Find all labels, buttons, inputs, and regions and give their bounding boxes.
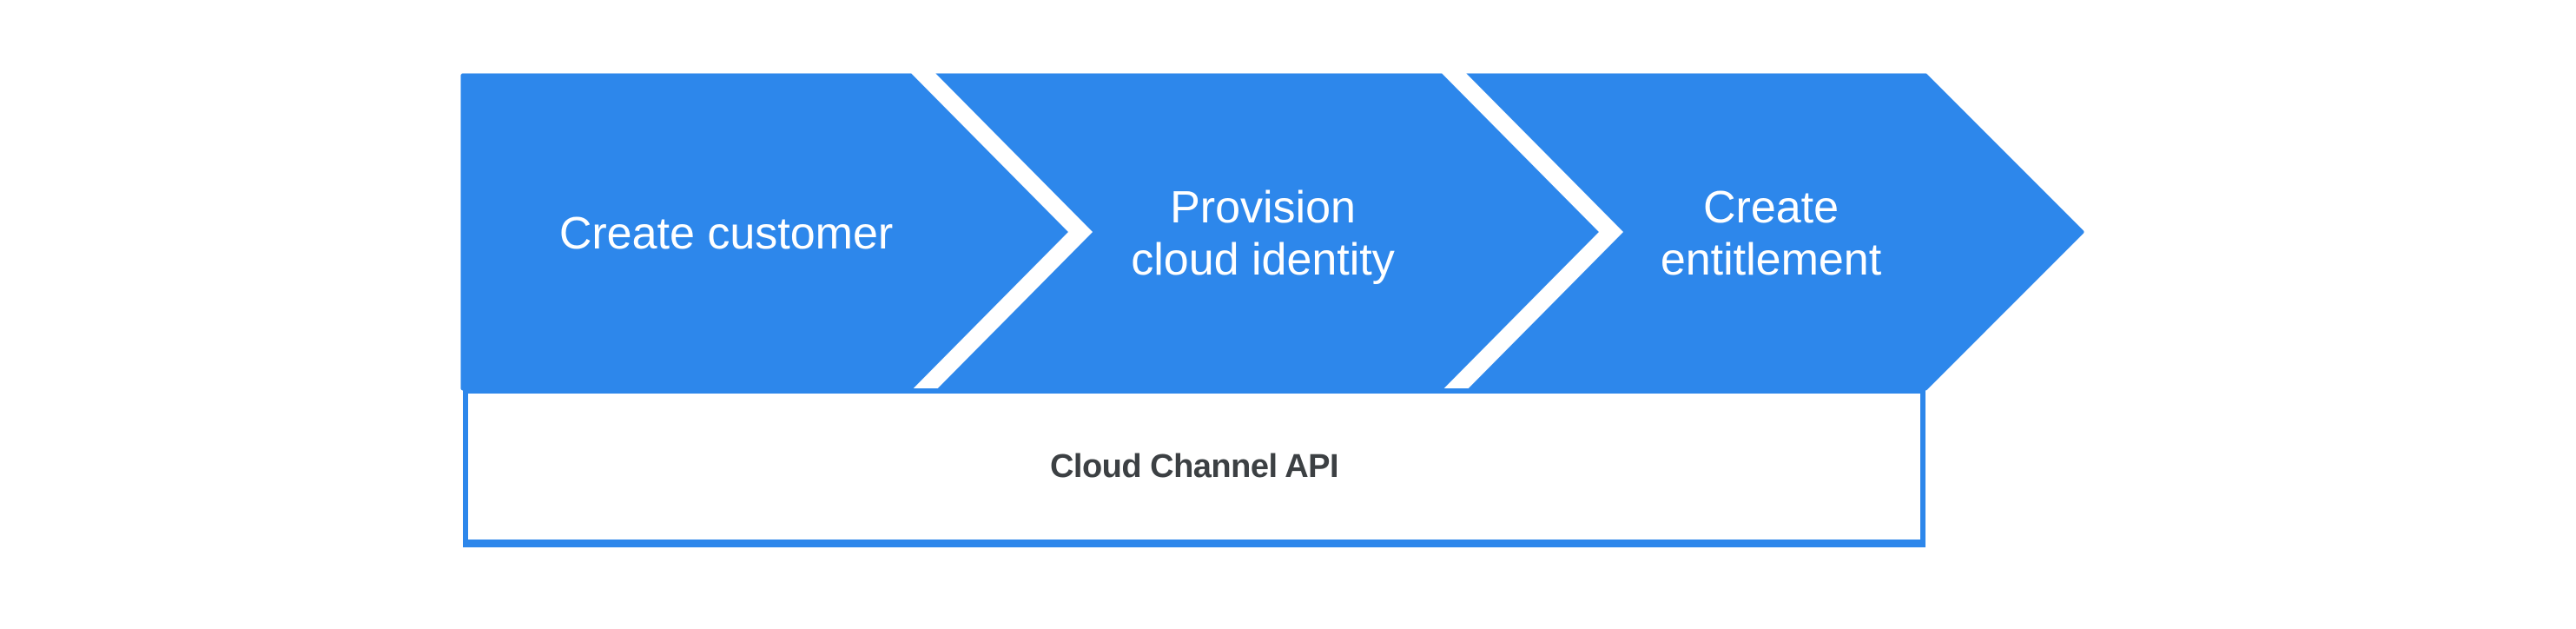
cloud-channel-api-box: Cloud Channel API [463, 388, 1925, 547]
chevron-separator-icon [1424, 43, 1624, 420]
step-label-create-entitlement: Create entitlement [1660, 182, 1882, 285]
step-label-provision-cloud-identity: Provision cloud identity [1131, 182, 1395, 285]
chevron-separator-icon [894, 43, 1093, 420]
process-arrow-shape [460, 73, 2084, 391]
step-label-create-customer: Create customer [558, 209, 894, 259]
api-box-label: Cloud Channel API [1049, 447, 1339, 485]
